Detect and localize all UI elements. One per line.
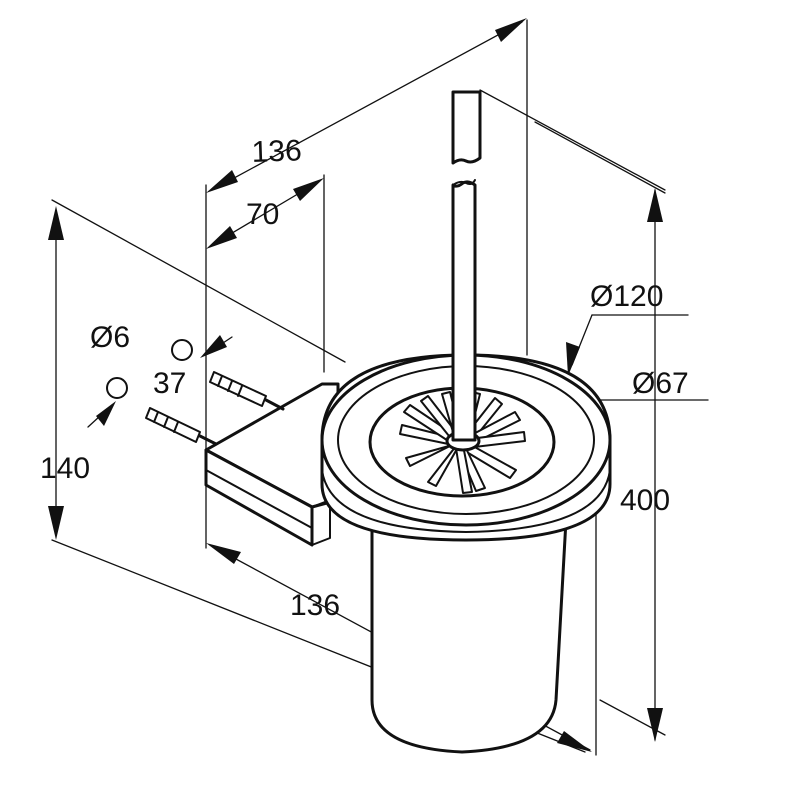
label-bracket-offset: 70 bbox=[246, 198, 279, 231]
label-screw-length: 37 bbox=[153, 367, 186, 400]
label-depth-top: 136 bbox=[251, 134, 302, 169]
label-screw-diameter: Ø6 bbox=[90, 321, 130, 354]
brush-handle bbox=[451, 90, 482, 442]
dim-line-depth-top bbox=[211, 21, 523, 191]
screw-lower bbox=[106, 377, 218, 446]
brush-cup bbox=[370, 518, 568, 754]
screw-upper bbox=[171, 339, 285, 411]
label-opening-diameter: Ø67 bbox=[632, 367, 689, 400]
wall-bracket bbox=[204, 382, 340, 547]
label-bracket-height: 140 bbox=[40, 452, 90, 485]
extension-lines bbox=[51, 19, 666, 756]
label-total-height: 400 bbox=[620, 484, 670, 517]
label-width-bottom: 136 bbox=[290, 589, 340, 622]
label-rim-diameter: Ø120 bbox=[590, 280, 663, 313]
dimension-labels: 136 70 Ø6 37 140 Ø120 Ø67 400 136 bbox=[40, 134, 689, 622]
